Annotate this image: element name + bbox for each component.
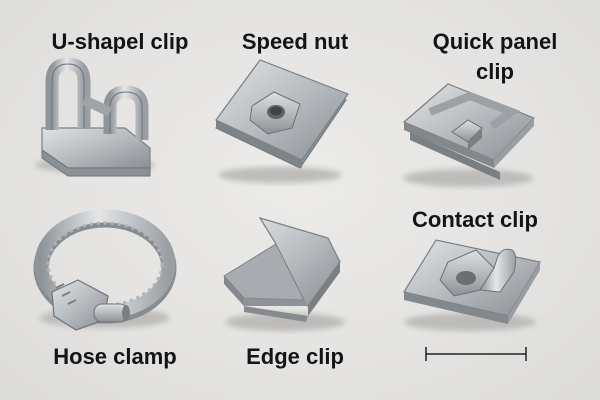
hose-clamp-icon [33, 209, 177, 331]
u-shaped-clip-icon [35, 57, 155, 177]
label-u-shaped-clip: U-shapel clip [51, 29, 189, 54]
speed-nut-icon [215, 59, 349, 183]
label-edge-clip: Edge clip [246, 344, 344, 369]
quick-panel-clip-icon [402, 83, 536, 187]
dimension-marker [425, 347, 527, 361]
edge-clip-icon [223, 216, 345, 331]
contact-clip-icon [403, 239, 541, 331]
label-quick-panel-clip-line2: clip [476, 59, 514, 84]
label-contact-clip: Contact clip [412, 207, 538, 232]
label-quick-panel-clip-line1: Quick panel [432, 29, 558, 54]
label-speed-nut: Speed nut [241, 29, 349, 54]
label-hose-clamp: Hose clamp [53, 344, 177, 369]
